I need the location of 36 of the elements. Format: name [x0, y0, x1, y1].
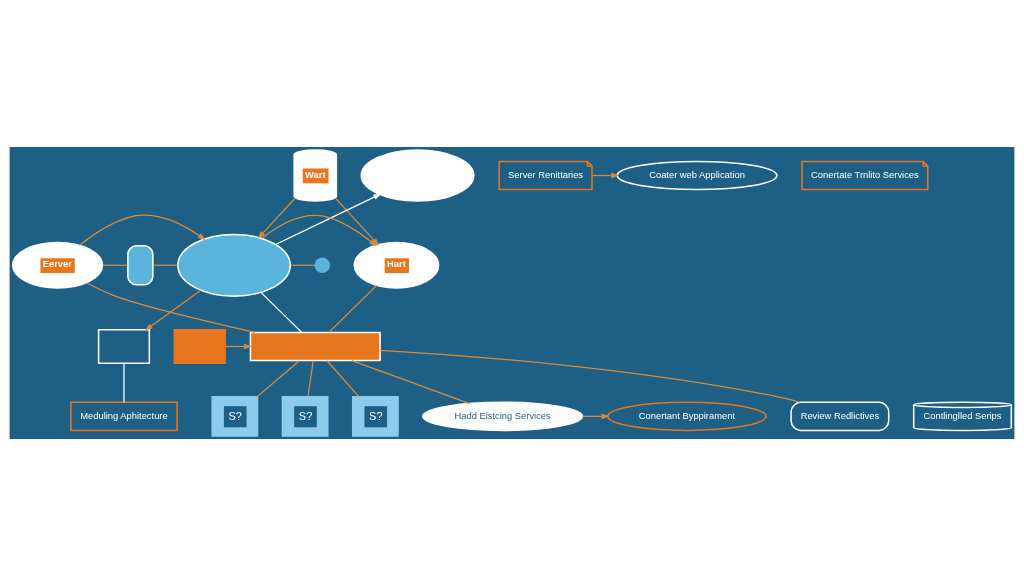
connector [152, 264, 179, 266]
node-circle [314, 257, 331, 273]
connector [123, 362, 125, 403]
connector [307, 359, 314, 397]
node-box [173, 328, 226, 364]
node-box: S? [211, 395, 259, 437]
arrow [257, 197, 295, 239]
node-box: S? [351, 395, 399, 437]
connector [101, 264, 129, 266]
node-ellipse: Hadd Eistcing Services [422, 401, 584, 431]
node-box [127, 244, 154, 286]
connector [379, 349, 801, 403]
node-ellipse: Coater web Application [616, 160, 778, 190]
connector [256, 359, 300, 397]
node-box: S? [281, 395, 329, 437]
arrow [261, 214, 378, 247]
arrow [335, 197, 380, 246]
connector [326, 359, 360, 397]
arrow [78, 214, 206, 246]
arrow [581, 413, 610, 419]
node-box: Meduling Aphitecture [70, 401, 178, 431]
connector [85, 281, 256, 333]
arrow [224, 343, 253, 349]
connector [351, 359, 471, 404]
arrow [275, 193, 382, 245]
node-ellipse: Eerver [11, 241, 104, 289]
node-ellipse: Hart [353, 241, 440, 289]
arrow [591, 172, 620, 178]
node-box: Review Redlictives [790, 401, 890, 431]
node-box [97, 328, 151, 364]
connector [260, 291, 303, 333]
connector [328, 284, 378, 333]
connector [289, 264, 316, 266]
node-box [249, 331, 381, 361]
node-ellipse: Conertant Byppirament [606, 401, 767, 431]
arrow [144, 289, 202, 331]
